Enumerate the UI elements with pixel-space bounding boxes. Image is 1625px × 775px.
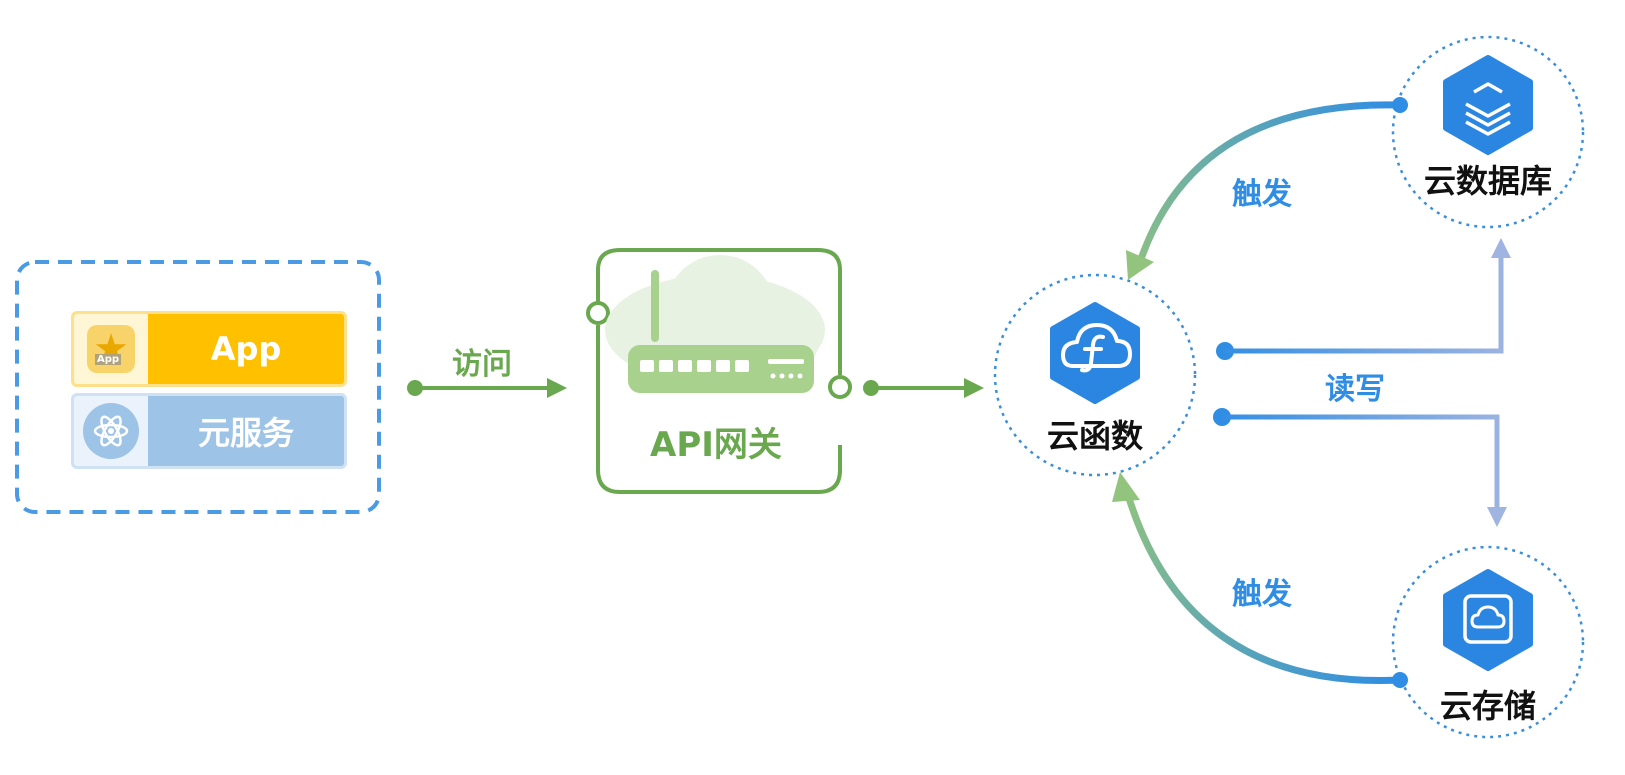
access-arrow — [407, 378, 567, 398]
storage-label: 云存储 — [1440, 687, 1537, 725]
gateway-frame — [586, 248, 852, 494]
database-node-ring — [1391, 35, 1585, 229]
app-star-icon: ★ App — [87, 325, 135, 373]
access-label: 访问 — [452, 347, 512, 382]
app-pill[interactable]: ★ App App — [71, 311, 347, 387]
cloud-database-icon — [1443, 55, 1533, 155]
read-write-arrows — [1213, 238, 1511, 527]
read-write-label: 读写 — [1325, 372, 1385, 407]
function-node-ring — [993, 273, 1197, 477]
database-label: 云数据库 — [1424, 162, 1553, 200]
router-icon — [605, 255, 825, 393]
gateway-to-function-arrow — [863, 378, 984, 398]
trigger-bottom-arrow — [1112, 472, 1408, 688]
atom-icon — [83, 403, 139, 459]
trigger-top-label: 触发 — [1232, 177, 1292, 212]
client-container — [15, 260, 381, 514]
cloud-function-icon — [1050, 302, 1140, 404]
storage-node-ring — [1391, 545, 1585, 739]
gateway-title: API网关 — [650, 425, 782, 465]
function-label: 云函数 — [1047, 417, 1144, 455]
atomic-service-pill[interactable]: 元服务 — [71, 393, 347, 469]
app-icon-text: App — [95, 354, 122, 365]
trigger-bottom-label: 触发 — [1232, 577, 1292, 612]
app-icon-cell: ★ App — [74, 314, 148, 384]
cloud-storage-icon — [1443, 569, 1533, 671]
trigger-top-arrow — [1126, 97, 1408, 280]
atomic-service-label: 元服务 — [197, 414, 294, 452]
app-label: App — [210, 330, 282, 368]
atom-icon-cell — [74, 396, 148, 466]
